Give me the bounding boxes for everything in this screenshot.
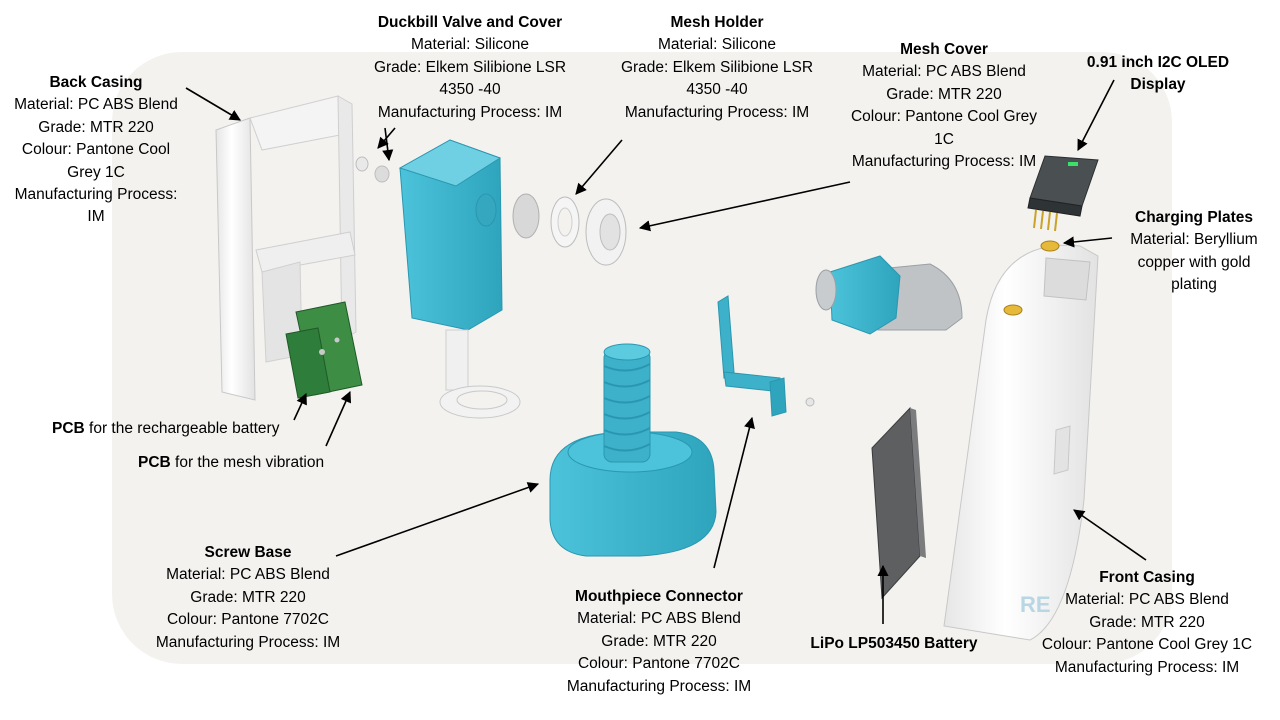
label-pcb-battery: PCB for the rechargeable battery <box>52 419 279 439</box>
label-line: IM <box>87 208 105 226</box>
label-line: Colour: Pantone Cool Grey 1C <box>1041 636 1253 654</box>
arrow-duckbill-2 <box>382 127 394 162</box>
arrow-mouthpiece-connector <box>713 416 755 569</box>
label-line: Material: PC ABS Blend <box>166 566 330 584</box>
label-line: Grade: MTR 220 <box>38 118 154 136</box>
label-title: Back Casing <box>49 74 143 91</box>
arrow-mesh-cover <box>638 181 851 232</box>
arrow-mesh-holder <box>575 139 623 195</box>
label-line: Grade: MTR 220 <box>886 85 1002 103</box>
arrow-front-casing <box>1073 509 1147 561</box>
label-title: Screw Base <box>204 544 292 561</box>
label-pcb-bold: PCB <box>138 454 171 471</box>
label-line: Material: Silicone <box>410 36 530 54</box>
label-line: Colour: Pantone 7702C <box>577 655 740 673</box>
label-line: Material: PC ABS Blend <box>1065 591 1229 609</box>
label-line: Material: PC ABS Blend <box>14 96 178 114</box>
label-line: Grade: MTR 220 <box>190 588 306 606</box>
label-title: Display <box>1130 76 1186 94</box>
label-line: Manufacturing Process: IM <box>851 153 1037 171</box>
label-line: copper with gold <box>1137 253 1251 271</box>
label-line: Grade: MTR 220 <box>1089 613 1205 631</box>
label-charging-plates: Charging Plates Material: Beryllium copp… <box>1112 207 1276 297</box>
label-line: Manufacturing Process: IM <box>155 633 341 651</box>
label-title: Mouthpiece Connector <box>575 588 743 605</box>
label-battery: LiPo LP503450 Battery <box>796 633 992 655</box>
arrow-screw-base <box>335 482 540 557</box>
label-line: plating <box>1171 276 1217 294</box>
label-mesh-holder: Mesh Holder Material: Silicone Grade: El… <box>604 12 830 124</box>
label-line: Grade: Elkem Silibione LSR <box>373 58 567 76</box>
label-title: Mesh Cover <box>900 41 988 58</box>
label-title: Duckbill Valve and Cover <box>377 14 563 31</box>
arrow-pcb-battery <box>293 392 307 421</box>
label-line: Colour: Pantone Cool <box>21 141 171 159</box>
label-title: Front Casing <box>1099 569 1195 586</box>
label-back-casing: Back Casing Material: PC ABS Blend Grade… <box>4 72 188 229</box>
arrow-back-casing <box>185 87 241 121</box>
label-line: Colour: Pantone 7702C <box>166 611 329 629</box>
label-oled-display: 0.91 inch I2C OLED Display <box>1076 52 1240 97</box>
front-casing-part: RE <box>943 240 1099 641</box>
label-pcb-text: for the rechargeable battery <box>84 420 280 437</box>
mouthpiece-part <box>815 255 963 335</box>
mouthpiece-connector-part <box>717 295 815 417</box>
label-line: Material: Beryllium <box>1130 231 1258 249</box>
label-line: Manufacturing Process: <box>14 186 178 204</box>
label-mesh-cover: Mesh Cover Material: PC ABS Blend Grade:… <box>834 39 1054 173</box>
label-line: Material: PC ABS Blend <box>862 63 1026 81</box>
label-pcb-text: for the mesh vibration <box>170 454 325 471</box>
lipo-battery-part <box>871 406 926 600</box>
label-line: 4350 -40 <box>686 81 748 99</box>
label-line: Grade: MTR 220 <box>601 632 717 650</box>
label-screw-base: Screw Base Material: PC ABS Blend Grade:… <box>140 542 356 654</box>
label-front-casing: Front Casing Material: PC ABS Blend Grad… <box>1026 567 1268 679</box>
brand-text: RE <box>1020 592 1051 617</box>
label-line: Material: Silicone <box>657 36 777 54</box>
label-line: Grey 1C <box>67 163 125 181</box>
screw-base-part <box>549 343 717 557</box>
label-line: Manufacturing Process: IM <box>377 103 563 121</box>
label-pcb-bold: PCB <box>52 420 85 437</box>
label-title: 0.91 inch I2C OLED <box>1086 54 1230 71</box>
label-line: Manufacturing Process: IM <box>566 677 752 695</box>
label-line: Manufacturing Process: IM <box>1054 658 1240 676</box>
arrow-oled <box>1077 79 1115 151</box>
label-line: Colour: Pantone Cool Grey <box>850 108 1038 126</box>
mesh-parts <box>512 193 627 266</box>
label-duckbill-valve: Duckbill Valve and Cover Material: Silic… <box>356 12 584 124</box>
label-line: Manufacturing Process: IM <box>624 103 810 121</box>
pcb-parts <box>285 301 363 399</box>
leader-arrows <box>185 79 1147 624</box>
label-pcb-mesh: PCB for the mesh vibration <box>138 453 324 473</box>
label-title: LiPo LP503450 Battery <box>810 635 978 652</box>
duckbill-valve-part <box>398 139 521 419</box>
label-mouthpiece-connector: Mouthpiece Connector Material: PC ABS Bl… <box>548 586 770 698</box>
label-line: 1C <box>934 130 954 148</box>
label-line: Material: PC ABS Blend <box>577 610 741 628</box>
arrow-charging-plates <box>1062 236 1113 248</box>
oled-display-part <box>1027 155 1099 232</box>
back-casing-part <box>215 95 357 401</box>
arrow-pcb-mesh <box>325 390 352 447</box>
small-valve-parts <box>355 156 390 183</box>
label-line: Grade: Elkem Silibione LSR <box>620 58 814 76</box>
label-title: Mesh Holder <box>670 14 764 31</box>
label-title: Charging Plates <box>1135 209 1253 226</box>
label-line: 4350 -40 <box>439 81 501 99</box>
